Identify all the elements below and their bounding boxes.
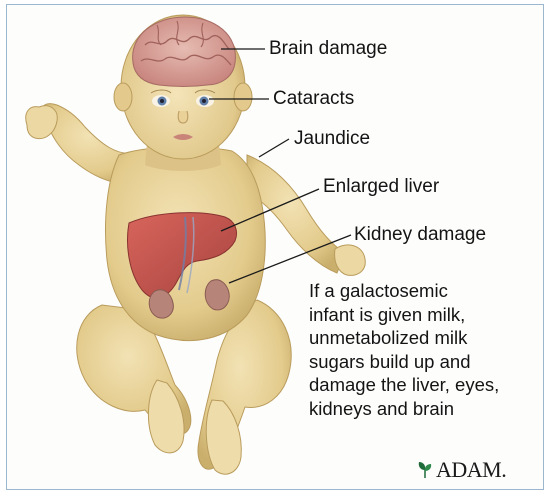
caption-line: kidneys and brain [309,397,544,421]
kidney-damage-label: Kidney damage [354,225,486,244]
caption-line: unmetabolized milk [309,326,544,350]
caption-line: damage the liver, eyes, [309,373,544,397]
brain-damage-label: Brain damage [269,39,387,58]
figure-frame: Brain damage Cataracts Jaundice Enlarged… [6,4,544,490]
caption-line: If a galactosemic [309,279,544,303]
cataracts-label: Cataracts [273,89,354,108]
adam-logo: ADAM. [417,457,506,483]
enlarged-liver-label: Enlarged liver [323,177,439,196]
logo-text: ADAM. [436,457,506,483]
caption-line: infant is given milk, [309,303,544,327]
leaf-icon [417,461,433,479]
caption-line: sugars build up and [309,350,544,374]
jaundice-label: Jaundice [294,129,370,148]
explanation-caption: If a galactosemic infant is given milk, … [309,279,544,420]
